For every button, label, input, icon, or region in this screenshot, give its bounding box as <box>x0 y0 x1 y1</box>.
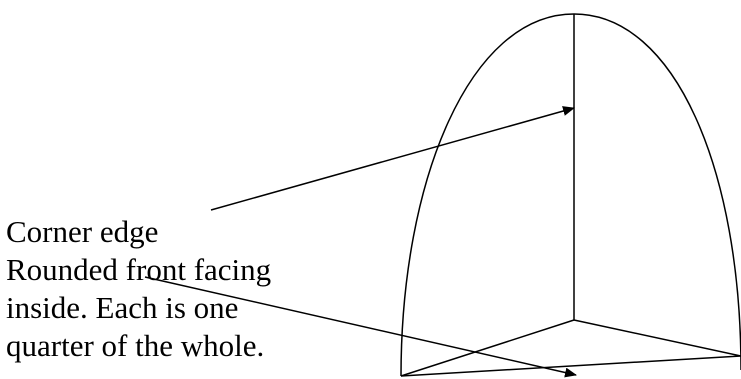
base-right-edge <box>573 319 741 357</box>
base-left-edge <box>400 319 575 377</box>
caption-line-4: quarter of the whole. <box>6 328 265 363</box>
front-facing-arrow <box>144 276 577 378</box>
caption-text: Corner edge Rounded front facing inside.… <box>6 213 271 365</box>
caption-line-3: inside. Each is one <box>6 290 239 325</box>
caption-line-2: Rounded front facing <box>6 252 272 287</box>
base-front-edge <box>400 355 741 377</box>
caption-line-1: Corner edge <box>6 214 159 249</box>
corner-edge-arrow <box>210 106 575 211</box>
